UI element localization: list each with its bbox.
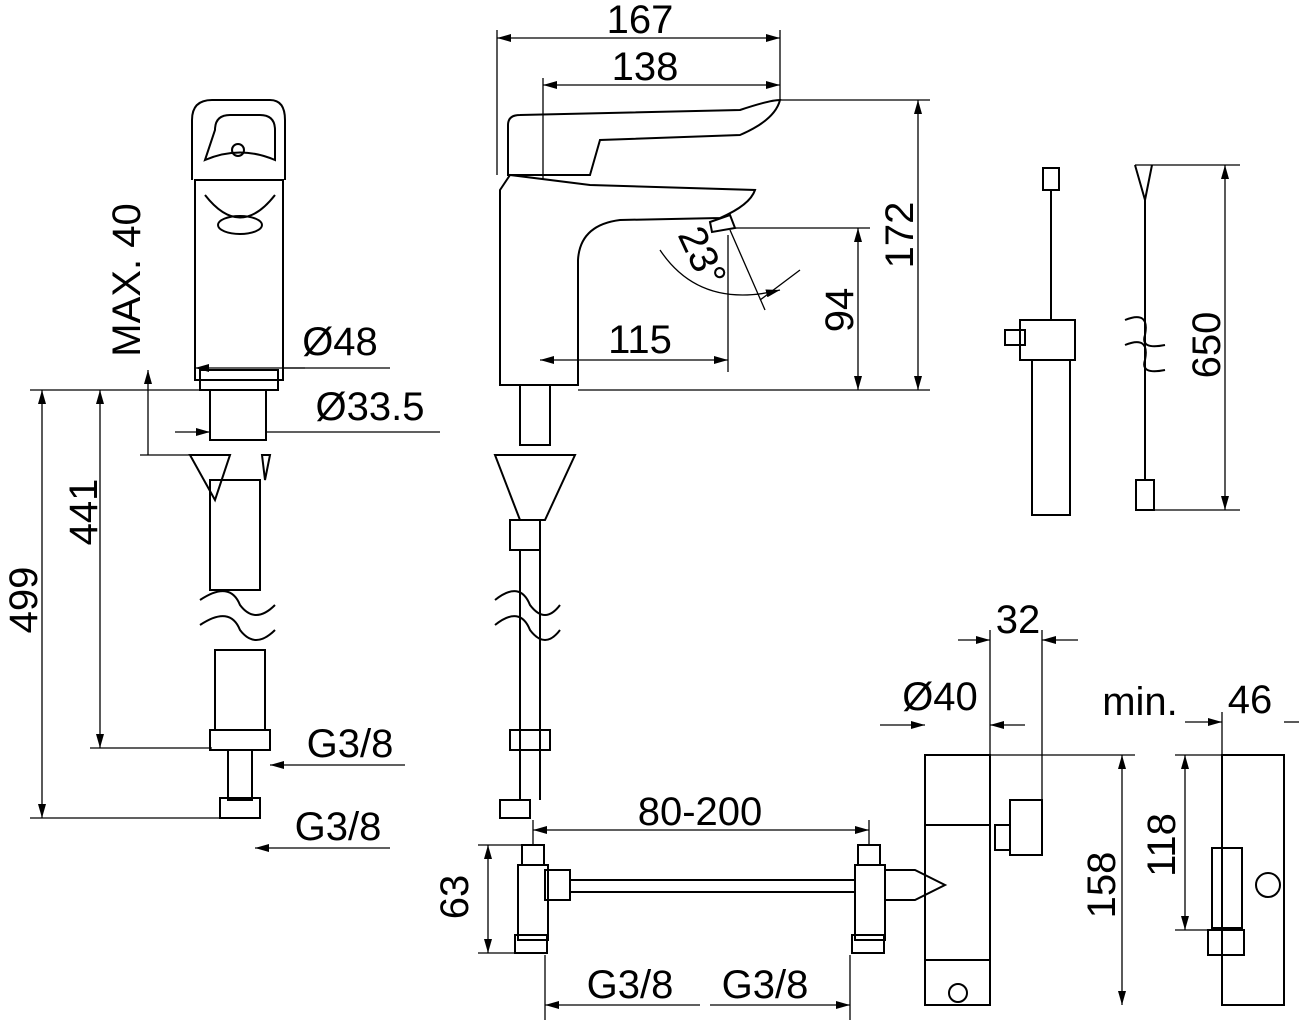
dim-94: 94 xyxy=(818,288,862,333)
dim-118: 118 xyxy=(1140,813,1184,877)
dim-63: 63 xyxy=(433,875,477,920)
cable-assembly xyxy=(1004,164,1166,516)
dim-650: 650 xyxy=(1185,312,1229,379)
dim-g3-8-c: G3/8 xyxy=(587,963,674,1007)
faucet-front-view xyxy=(188,99,286,819)
dim-167: 167 xyxy=(607,0,674,42)
dim-g3-8-b: G3/8 xyxy=(295,805,382,849)
dim-diameter-40: Ø40 xyxy=(902,675,978,719)
dim-172: 172 xyxy=(878,202,922,269)
dim-diameter-33-5: Ø33.5 xyxy=(316,385,425,429)
dim-min-label: min. xyxy=(1102,680,1178,724)
dim-441: 441 xyxy=(62,479,106,546)
dim-max-40: MAX. 40 xyxy=(105,203,149,356)
dim-32: 32 xyxy=(996,598,1041,642)
dim-diameter-48: Ø48 xyxy=(302,320,378,364)
mixing-valve-assembly xyxy=(514,754,1285,1006)
dim-499: 499 xyxy=(2,567,46,634)
faucet-side-view xyxy=(493,98,782,819)
dim-g3-8-a: G3/8 xyxy=(307,722,394,766)
dim-46: 46 xyxy=(1228,678,1273,722)
dim-158: 158 xyxy=(1080,852,1124,919)
dim-115: 115 xyxy=(608,318,672,362)
dim-g3-8-d: G3/8 xyxy=(722,963,809,1007)
dim-80-200: 80-200 xyxy=(638,790,763,834)
dim-138: 138 xyxy=(612,45,679,89)
